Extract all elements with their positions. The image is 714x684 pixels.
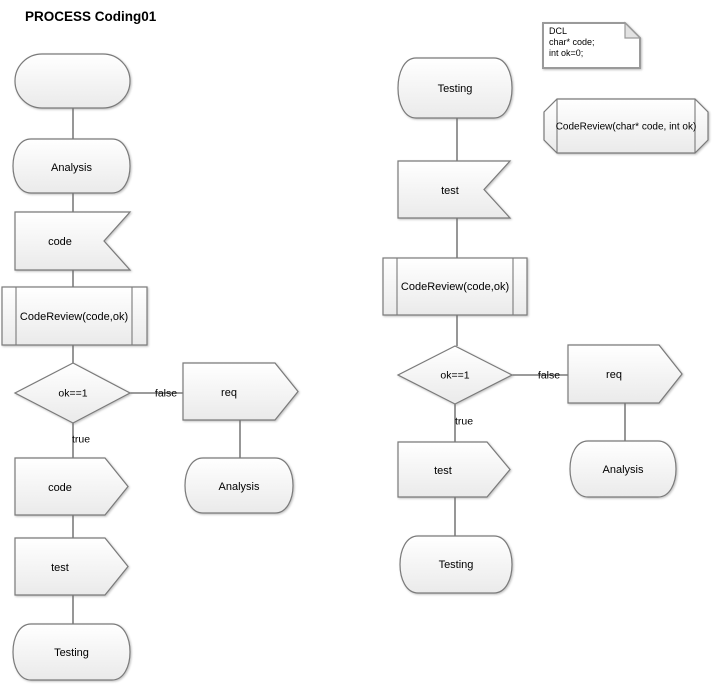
- send-node-code[interactable]: code: [14, 457, 129, 516]
- state-label: Testing: [439, 559, 474, 571]
- receive-label: code: [48, 236, 72, 248]
- state-node-testing-bottom[interactable]: Testing: [399, 535, 513, 594]
- send-node-req[interactable]: req: [182, 362, 299, 421]
- procedure-declaration-label: CodeReview(char* code, int ok): [556, 122, 697, 133]
- state-label: Testing: [54, 647, 89, 659]
- true-branch-label: true: [72, 434, 90, 446]
- decision-label: ok==1: [58, 388, 87, 400]
- send-label: test: [51, 562, 69, 574]
- right-flow: Testing test CodeReview(code,ok) ok==1 f…: [382, 57, 683, 594]
- send-label: req: [606, 369, 622, 381]
- state-label: Analysis: [603, 464, 644, 476]
- folded-corner: [624, 21, 642, 39]
- dcl-line: char* code;: [549, 37, 595, 47]
- dcl-note[interactable]: DCL char* code; int ok=0;: [542, 21, 642, 69]
- true-branch-label: true: [455, 416, 473, 428]
- receive-node-code[interactable]: code: [14, 211, 132, 271]
- receive-node-test[interactable]: test: [397, 160, 512, 219]
- state-label: Testing: [438, 83, 473, 95]
- dcl-line: int ok=0;: [549, 48, 583, 58]
- decision-node[interactable]: ok==1: [396, 345, 514, 405]
- false-branch-label: false: [155, 388, 177, 400]
- state-node-analysis[interactable]: Analysis: [12, 138, 131, 194]
- connectors-left: [72, 108, 241, 624]
- procedure-call-node[interactable]: CodeReview(code,ok): [1, 286, 148, 346]
- send-node-test[interactable]: test: [14, 537, 129, 596]
- left-flow: Analysis code CodeReview(code,ok) ok==1 …: [1, 53, 299, 681]
- state-label: Analysis: [219, 481, 260, 493]
- procedure-call-label: CodeReview(code,ok): [20, 311, 128, 323]
- connectors-right: [454, 118, 626, 536]
- state-node-analysis-false[interactable]: Analysis: [184, 457, 294, 514]
- send-label: test: [434, 465, 452, 477]
- state-node-analysis-false[interactable]: Analysis: [569, 440, 677, 498]
- send-label: code: [48, 482, 72, 494]
- procedure-call-node[interactable]: CodeReview(code,ok): [382, 257, 528, 316]
- page-title: PROCESS Coding01: [25, 9, 157, 24]
- state-node-testing-top[interactable]: Testing: [397, 57, 513, 119]
- decision-node[interactable]: ok==1: [13, 362, 132, 424]
- procedure-declaration-node[interactable]: CodeReview(char* code, int ok): [543, 98, 709, 154]
- send-label: req: [221, 387, 237, 399]
- state-node-testing[interactable]: Testing: [12, 623, 131, 681]
- dcl-line: DCL: [549, 26, 567, 36]
- decision-label: ok==1: [440, 370, 469, 382]
- start-node[interactable]: [14, 53, 131, 109]
- receive-label: test: [441, 185, 459, 197]
- send-node-req[interactable]: req: [567, 344, 683, 404]
- false-branch-label: false: [538, 370, 560, 382]
- send-node-test[interactable]: test: [397, 441, 511, 498]
- procedure-call-label: CodeReview(code,ok): [401, 281, 509, 293]
- state-label: Analysis: [51, 162, 92, 174]
